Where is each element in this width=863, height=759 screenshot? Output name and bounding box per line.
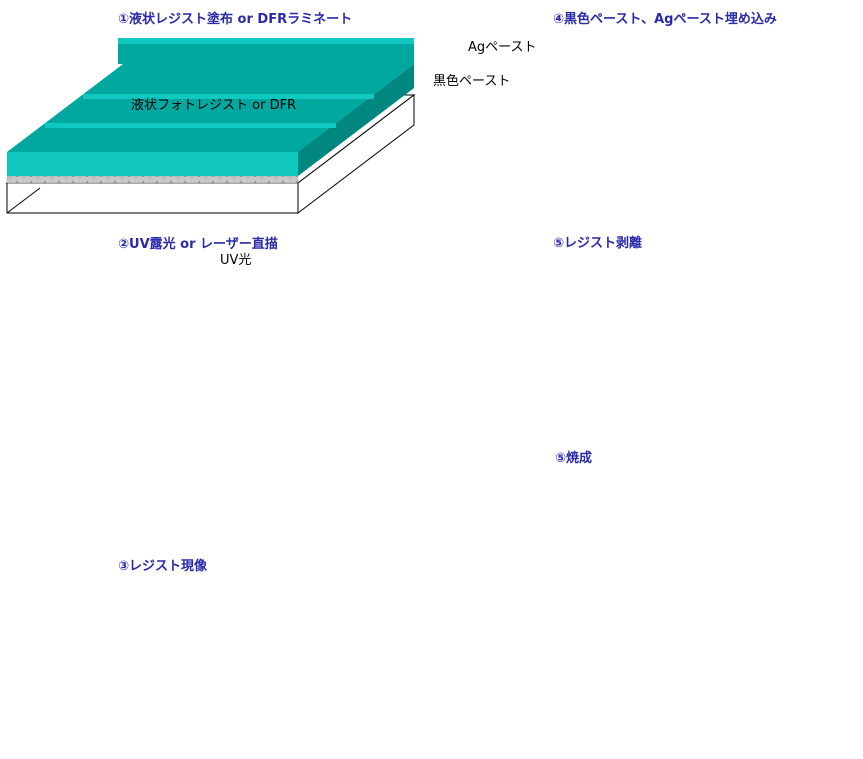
substrate-side (297, 93, 415, 215)
step6-title: ⑤焼成 (555, 451, 593, 466)
step1-title: ①液状レジスト塗布 or DFRラミネート (118, 12, 353, 27)
resist-layer-top (7, 64, 414, 152)
black-paste-label: 黒色ペースト (433, 74, 511, 89)
ag-paste-label: Agペースト (468, 40, 537, 55)
uv-light-label: UV光 (220, 253, 252, 268)
resist-layer-front (7, 152, 298, 176)
step5-title: ⑤レジスト剥離 (553, 236, 643, 251)
step3-title: ③レジスト現像 (118, 559, 208, 574)
step4-title: ④黒色ペースト、Agペースト埋め込み (553, 12, 777, 27)
resist-label: 液状フォトレジスト or DFR (131, 98, 297, 113)
step2-title: ②UV露光 or レーザー直描 (118, 237, 278, 252)
panel-1 (5, 38, 416, 215)
resist-layer-side (298, 64, 414, 176)
substrate-front (6, 182, 299, 214)
